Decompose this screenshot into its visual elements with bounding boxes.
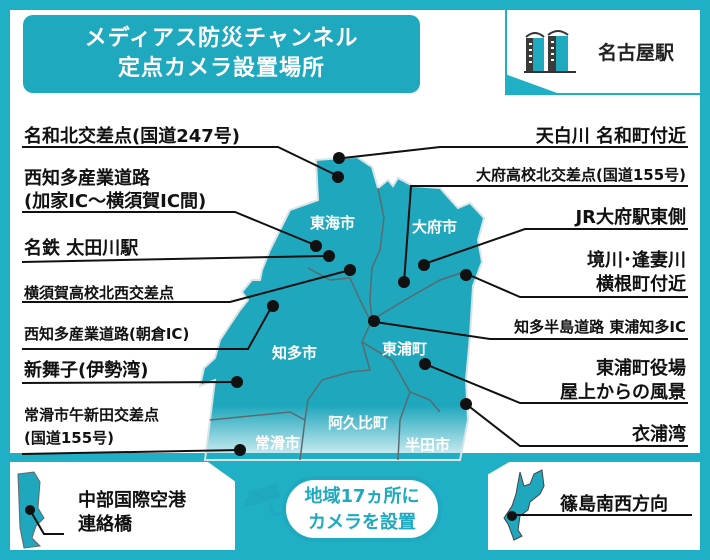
- region-higashiura: 東浦町: [382, 340, 428, 358]
- title-line2: 定点カメラ設置場所: [117, 56, 325, 81]
- location-sakai-river[interactable]: 境川･逢妻川: [587, 250, 686, 271]
- airport-island-icon: [17, 471, 64, 549]
- location-shinmaiko[interactable]: 新舞子(伊勢湾): [24, 360, 149, 381]
- camera-count-badge: 地域17ヵ所に カメラを設置: [282, 476, 442, 542]
- location-higashiura-office-sub: 屋上からの風景: [560, 382, 686, 403]
- region-tokoname: 常滑市: [255, 434, 301, 452]
- location-tenpaku-river[interactable]: 天白川 名和町付近: [535, 126, 686, 147]
- location-yokosuka-hs[interactable]: 横須賀高校北西交差点: [24, 284, 175, 302]
- shinojima-leader-line: [512, 514, 692, 516]
- leader-lines: [21, 146, 688, 455]
- security-camera-icon: [245, 484, 283, 516]
- region-agui: 阿久比町: [328, 414, 389, 432]
- airport-label-2: 連絡橋: [78, 514, 132, 535]
- region-obu: 大府市: [412, 218, 458, 236]
- location-kinuura-bay[interactable]: 衣浦湾: [632, 424, 686, 445]
- location-tokoname-ushinden-sub: (国道155号): [24, 429, 115, 447]
- location-obu-hs-north[interactable]: 大府高校北交差点(国道155号): [475, 166, 686, 184]
- buildings-icon: [524, 30, 576, 73]
- title-line1: メディアス防災チャンネル: [84, 26, 359, 51]
- badge-line1: 地域17ヵ所に: [304, 486, 420, 507]
- region-tokai: 東海市: [310, 214, 356, 232]
- location-tokoname-ushinden[interactable]: 常滑市午新田交差点: [24, 406, 160, 424]
- shinojima-label[interactable]: 篠島南西方向: [560, 494, 668, 515]
- location-meitetsu-otagawa[interactable]: 名鉄 太田川駅: [24, 238, 139, 259]
- location-nishichita-road-sub: (加家IC〜横須賀IC間): [24, 191, 207, 212]
- location-nishichita-road[interactable]: 西知多産業道路: [24, 168, 150, 189]
- page-title: メディアス防災チャンネル 定点カメラ設置場所: [23, 15, 420, 93]
- airport-panel[interactable]: [10, 462, 235, 550]
- airport-label-1[interactable]: 中部国際空港: [78, 490, 186, 511]
- badge-line2: カメラを設置: [308, 512, 416, 533]
- location-jr-obu-east[interactable]: JR大府駅東側: [575, 207, 686, 228]
- camera-markers[interactable]: [231, 152, 472, 456]
- location-asakura-ic[interactable]: 西知多産業道路(朝倉IC): [24, 325, 190, 343]
- region-borders: [209, 187, 471, 461]
- station-label[interactable]: 名古屋駅: [598, 42, 675, 64]
- region-chita: 知多市: [272, 344, 318, 362]
- shinojima-island-icon: [503, 469, 545, 541]
- location-higashiura-chita-ic[interactable]: 知多半島道路 東浦知多IC: [514, 318, 686, 336]
- peninsula-shape: [198, 155, 486, 461]
- region-handa: 半田市: [405, 436, 451, 454]
- location-higashiura-office[interactable]: 東浦町役場: [596, 358, 686, 379]
- location-sakai-river-sub: 横根町付近: [596, 274, 686, 295]
- location-nawa-kita[interactable]: 名和北交差点(国道247号): [24, 126, 241, 147]
